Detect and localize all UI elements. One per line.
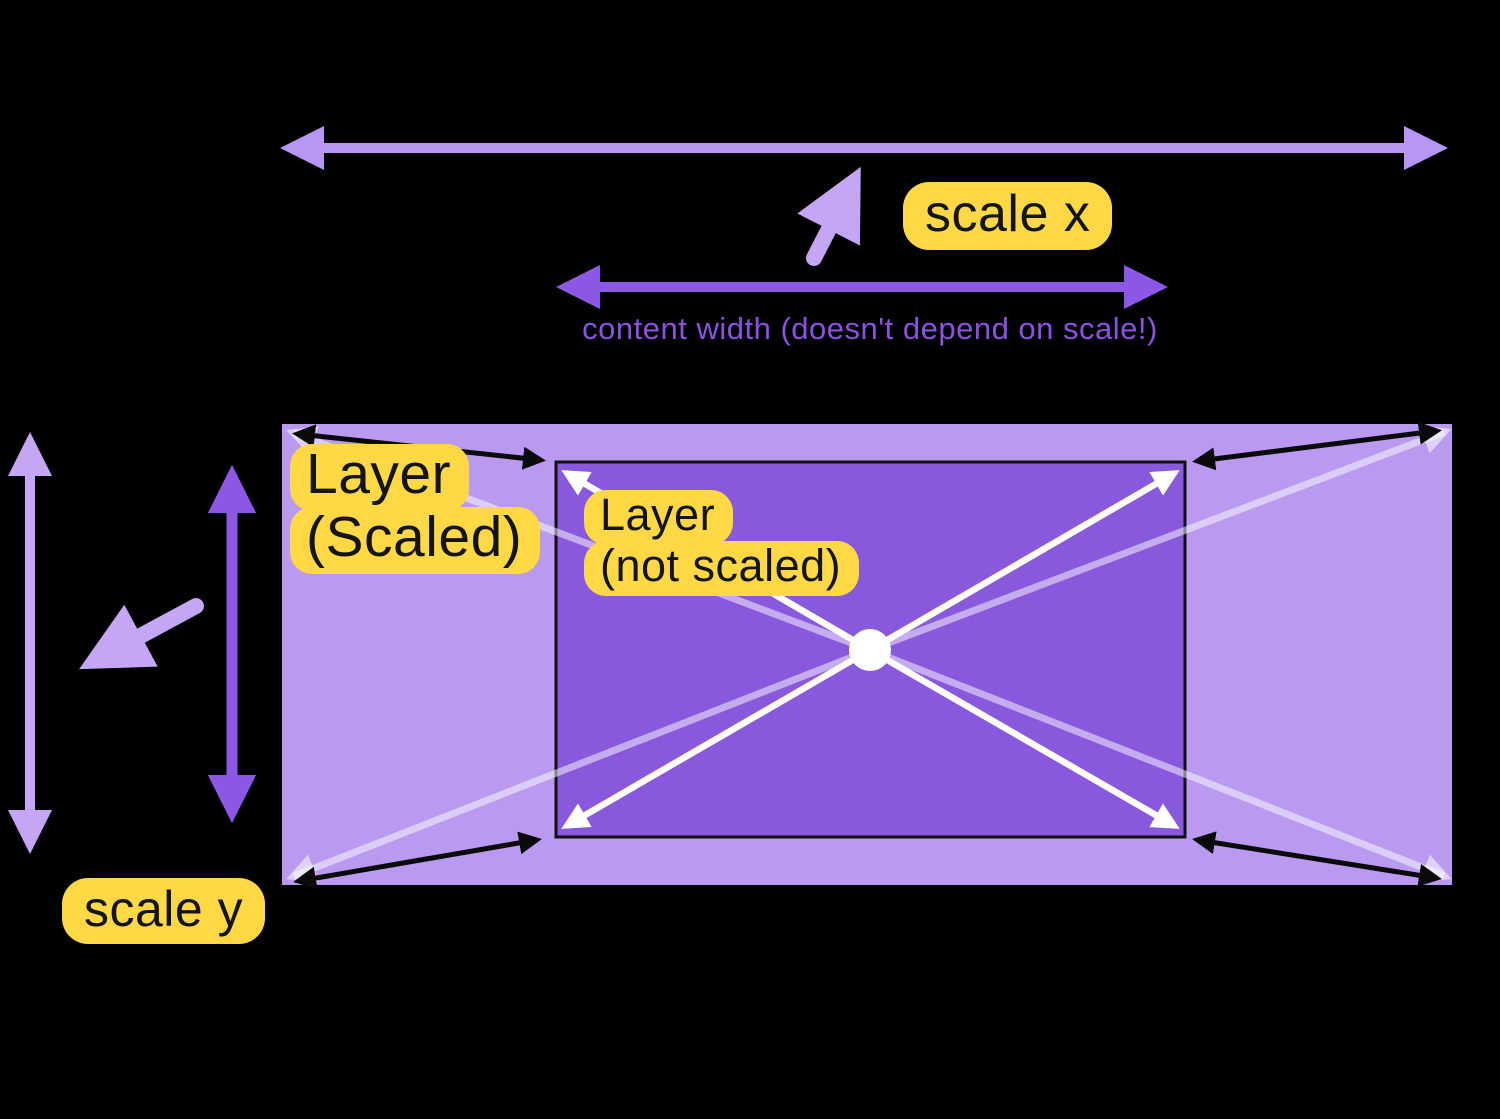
unscaled-corner-arrow-top-right bbox=[868, 470, 1180, 653]
center-anchor-dot bbox=[849, 629, 891, 671]
unscaled-corner-arrow-bottom-right bbox=[868, 647, 1180, 829]
scale-y-label-text: scale y bbox=[62, 878, 266, 944]
scale-x-label-text: scale x bbox=[903, 182, 1113, 250]
layer-scaled-label: Layer (Scaled) bbox=[290, 444, 541, 574]
scale-x-label: scale x bbox=[903, 182, 1113, 250]
layer-scaled-label-line1: Layer bbox=[290, 444, 470, 511]
layer-not-scaled-label-line1: Layer bbox=[584, 490, 734, 545]
corner-offset-arrow-top-right bbox=[1192, 421, 1442, 471]
layer-not-scaled-label: Layer (not scaled) bbox=[584, 490, 860, 596]
layer-not-scaled-label-line2: (not scaled) bbox=[584, 541, 860, 596]
corner-offset-arrow-bottom-right bbox=[1192, 831, 1442, 887]
corner-offset-arrow-bottom-left bbox=[293, 831, 542, 890]
unscaled-corner-arrow-bottom-left bbox=[561, 647, 872, 829]
content-width-caption: content width (doesn't depend on scale!) bbox=[582, 311, 1158, 346]
layer-scaled-label-line2: (Scaled) bbox=[290, 507, 541, 574]
scale-y-pointer-arrow bbox=[79, 598, 204, 670]
scale-x-pointer-arrow bbox=[797, 166, 861, 266]
scale-y-label: scale y bbox=[62, 878, 266, 944]
